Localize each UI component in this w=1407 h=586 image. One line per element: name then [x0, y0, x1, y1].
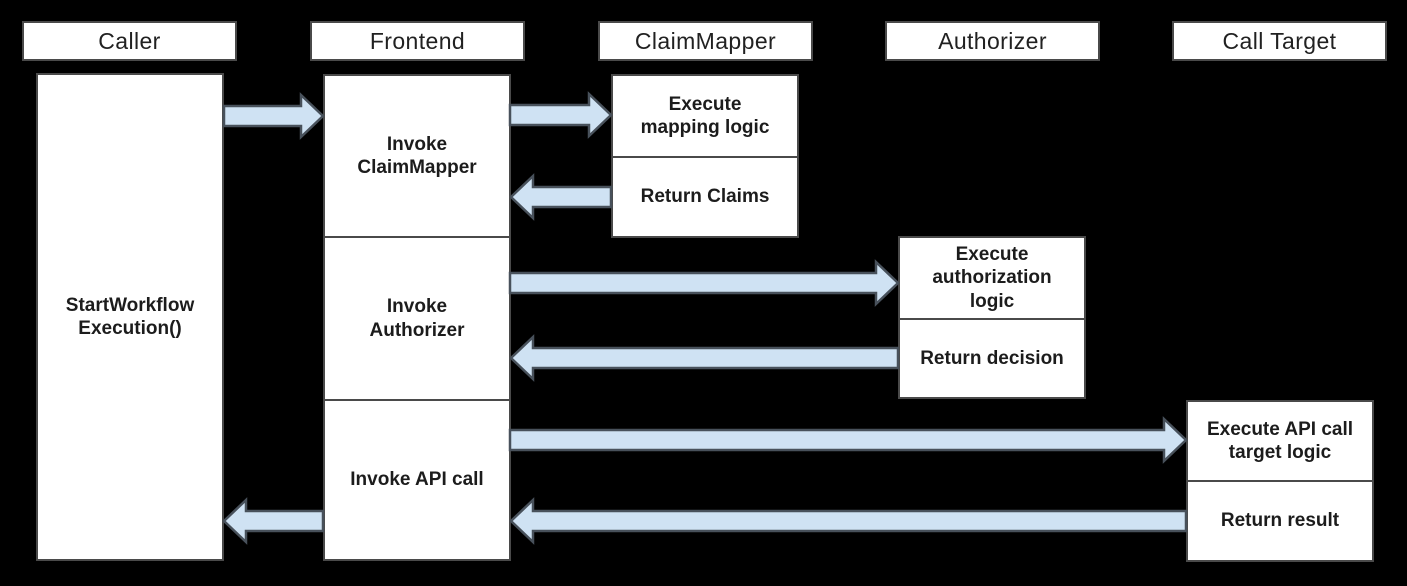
step-label: Execute mapping logic — [640, 93, 770, 138]
arrow-frontend-to-caller — [222, 497, 325, 545]
arrow-authorizer-to-frontend — [509, 334, 900, 382]
activation-authorizer: Execute authorization logic Return decis… — [898, 236, 1086, 399]
step-label: Invoke API call — [350, 469, 484, 491]
step-return-result: Return result — [1188, 480, 1372, 560]
step-label: StartWorkflow Execution() — [65, 294, 195, 339]
arrow-claimmapper-to-frontend — [509, 173, 613, 221]
step-invoke-claimmapper: Invoke ClaimMapper — [325, 76, 509, 236]
step-return-decision: Return decision — [900, 318, 1084, 397]
lifeline-title: ClaimMapper — [634, 27, 777, 54]
activation-calltarget: Execute API call target logic Return res… — [1186, 400, 1374, 562]
step-label: Invoke Authorizer — [369, 296, 465, 341]
lifeline-header-caller: Caller — [22, 21, 237, 61]
step-label: Execute authorization logic — [932, 244, 1052, 312]
arrow-caller-to-frontend — [222, 92, 325, 140]
activation-caller: StartWorkflow Execution() — [36, 73, 224, 561]
step-execute-mapping-logic: Execute mapping logic — [613, 76, 797, 156]
arrow-frontend-to-authorizer — [508, 259, 900, 307]
arrow-frontend-to-calltarget — [508, 416, 1188, 464]
step-label: Return result — [1220, 510, 1340, 532]
activation-claimmapper: Execute mapping logic Return Claims — [611, 74, 799, 238]
step-invoke-authorizer: Invoke Authorizer — [325, 236, 509, 399]
arrow-frontend-to-claimmapper — [508, 91, 613, 139]
step-label: Return decision — [920, 347, 1064, 369]
lifeline-header-calltarget: Call Target — [1172, 21, 1387, 61]
lifeline-title: Frontend — [369, 27, 466, 54]
step-startworkflowexecution: StartWorkflow Execution() — [38, 75, 222, 559]
lifeline-title: Call Target — [1222, 27, 1337, 54]
step-label: Return Claims — [640, 186, 770, 208]
lifeline-title: Authorizer — [938, 27, 1047, 54]
arrow-calltarget-to-frontend — [509, 497, 1188, 545]
lifeline-header-claimmapper: ClaimMapper — [598, 21, 813, 61]
step-label: Execute API call target logic — [1206, 418, 1354, 463]
lifeline-header-frontend: Frontend — [310, 21, 525, 61]
step-return-claims: Return Claims — [613, 156, 797, 236]
lifeline-title: Caller — [98, 27, 161, 54]
activation-frontend: Invoke ClaimMapper Invoke Authorizer Inv… — [323, 74, 511, 561]
step-invoke-api-call: Invoke API call — [325, 399, 509, 559]
lifeline-header-authorizer: Authorizer — [885, 21, 1100, 61]
step-execute-api-call-target-logic: Execute API call target logic — [1188, 402, 1372, 480]
step-label: Invoke ClaimMapper — [357, 133, 477, 178]
step-execute-authorization-logic: Execute authorization logic — [900, 238, 1084, 318]
